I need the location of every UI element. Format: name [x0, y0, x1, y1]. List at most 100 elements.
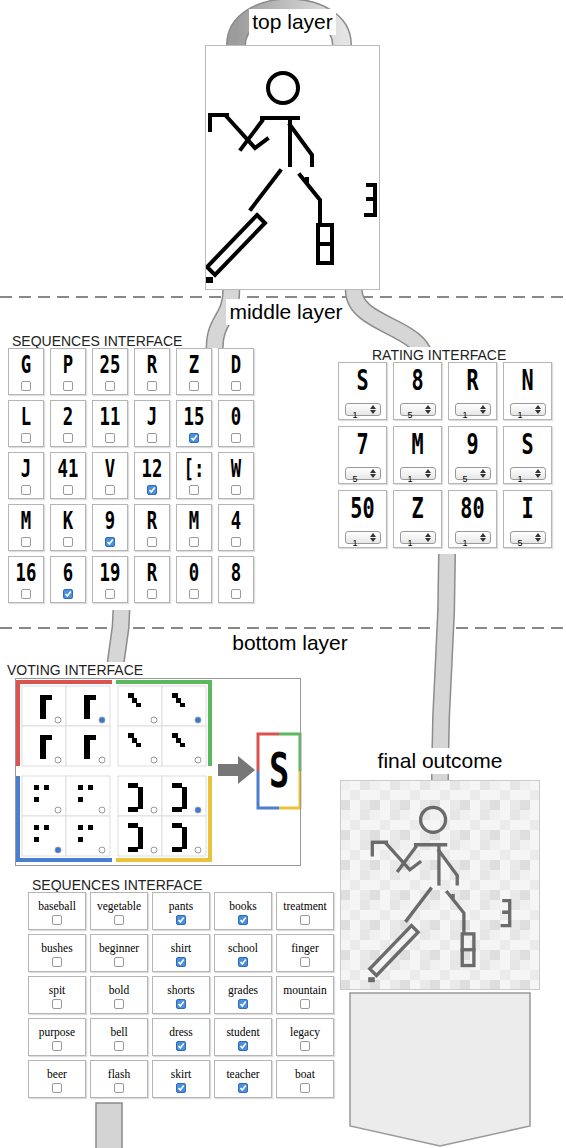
- checkbox: [114, 999, 124, 1009]
- word-label: legacy: [290, 1025, 320, 1039]
- word-label: shorts: [167, 983, 194, 997]
- spinner-icon: [535, 469, 541, 478]
- check-stroke: [179, 1086, 184, 1091]
- character-glyph: L: [14, 403, 38, 431]
- character-cell: Z: [176, 348, 212, 395]
- checkbox: [147, 433, 157, 443]
- word-cell: school: [214, 934, 272, 972]
- word-label: mountain: [283, 983, 326, 997]
- rating-value: 1: [518, 410, 523, 421]
- word-label: student: [226, 1025, 259, 1039]
- spinner-down: [370, 474, 376, 478]
- checkbox: [63, 433, 73, 443]
- character-glyph: N: [511, 365, 545, 397]
- word-label: bell: [110, 1025, 127, 1039]
- outcome-background: [341, 781, 539, 989]
- character-glyph: 8: [401, 365, 435, 397]
- rating-select: 1: [455, 531, 491, 544]
- character-glyph: 7: [346, 429, 380, 461]
- rating-cell: S1: [338, 362, 387, 420]
- rating-value: 5: [353, 474, 358, 485]
- rating-select: 1: [455, 403, 491, 416]
- spinner-icon: [370, 405, 376, 414]
- check-mark: [190, 434, 198, 442]
- checkbox: [189, 381, 199, 391]
- check-mark: [148, 486, 156, 494]
- word-cell: beginner: [90, 934, 148, 972]
- band-fill: [440, 554, 447, 780]
- character-cell: J: [134, 400, 170, 447]
- loop-band: [236, 8, 342, 45]
- check-stroke: [179, 960, 184, 965]
- checkbox-checked: [189, 433, 199, 443]
- character-cell: R: [134, 348, 170, 395]
- check-stroke: [66, 592, 71, 597]
- rating-value: 1: [408, 474, 413, 485]
- word-cell: mountain: [276, 976, 334, 1014]
- composite-glyph: S: [258, 734, 300, 808]
- word-cell: skirt: [152, 1060, 210, 1098]
- checkbox-checked: [176, 1041, 186, 1051]
- character-cell: D: [218, 348, 254, 395]
- character-cell: 25: [92, 348, 128, 395]
- character-cell: 8: [218, 556, 254, 603]
- check-mark: [239, 1084, 247, 1092]
- spinner-up: [480, 533, 486, 537]
- character-cell: 41: [50, 452, 86, 499]
- output-band: [96, 1103, 122, 1148]
- character-glyph: 25: [98, 351, 122, 379]
- character-glyph: K: [56, 507, 80, 535]
- word-label: beginner: [99, 941, 139, 955]
- composite-letter: S: [264, 734, 293, 806]
- word-label: vegetable: [97, 899, 141, 913]
- checkbox-checked: [63, 589, 73, 599]
- character-glyph: J: [140, 403, 164, 431]
- rating-cell: I5: [503, 490, 552, 548]
- check-stroke: [179, 1044, 184, 1049]
- word-cell: dress: [152, 1018, 210, 1056]
- check-stroke: [241, 1086, 246, 1091]
- spinner-down: [425, 474, 431, 478]
- interface-panel: RATING INTERFACES185R1N175M195S1501Z1801…: [338, 362, 556, 554]
- character-glyph: M: [401, 429, 435, 461]
- rating-cell: Z1: [393, 490, 442, 548]
- check-stroke: [241, 918, 246, 923]
- word-label: shirt: [171, 941, 191, 955]
- spinner-icon: [425, 469, 431, 478]
- checkbox: [52, 915, 62, 925]
- checkbox-checked: [105, 537, 115, 547]
- checkbox-checked: [147, 485, 157, 495]
- character-glyph: 6: [56, 559, 80, 587]
- check-mark: [177, 1000, 185, 1008]
- check-stroke: [108, 540, 113, 545]
- spinner-down: [425, 410, 431, 414]
- spinner-up: [425, 405, 431, 409]
- character-glyph: P: [56, 351, 80, 379]
- word-cell: beer: [28, 1060, 86, 1098]
- check-mark: [177, 1042, 185, 1050]
- word-cell: flash: [90, 1060, 148, 1098]
- character-glyph: V: [98, 455, 122, 483]
- check-stroke: [179, 918, 184, 923]
- word-cell: student: [214, 1018, 272, 1056]
- checkbox: [63, 381, 73, 391]
- checkbox-checked: [238, 999, 248, 1009]
- word-label: beer: [47, 1067, 67, 1081]
- word-label: dress: [169, 1025, 193, 1039]
- rating-select: 1: [510, 467, 546, 480]
- character-glyph: 9: [98, 507, 122, 535]
- word-label: purpose: [39, 1025, 75, 1039]
- check-mark: [239, 1000, 247, 1008]
- checkbox-checked: [238, 957, 248, 967]
- word-cell: bold: [90, 976, 148, 1014]
- character-glyph: 50: [346, 493, 380, 525]
- spinner-up: [370, 469, 376, 473]
- rating-value: 5: [408, 410, 413, 421]
- spinner-down: [370, 410, 376, 414]
- character-cell: 0: [218, 400, 254, 447]
- character-cell: 15: [176, 400, 212, 447]
- character-glyph: W: [224, 455, 248, 483]
- output-arrow: [350, 993, 530, 1146]
- rating-select: 1: [510, 403, 546, 416]
